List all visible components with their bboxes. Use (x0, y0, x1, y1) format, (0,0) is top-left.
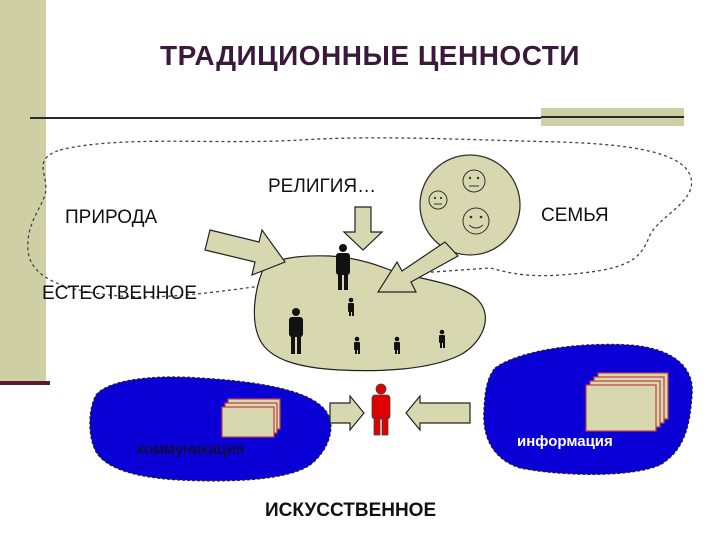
person-figure (289, 308, 303, 354)
nature-label: ПРИРОДА (65, 207, 158, 228)
title-divider-line (30, 117, 684, 119)
communication-label: коммуникация (137, 441, 245, 458)
arrow-from-nature (204, 228, 286, 276)
person-figure-highlighted (371, 383, 391, 436)
smiley-face-icon (462, 207, 490, 235)
dashed-cloud-outline (27, 137, 693, 298)
arrow-from-religion (342, 206, 384, 251)
person-figure (336, 244, 350, 290)
smiley-face-icon (462, 169, 486, 193)
natural-label: ЕСТЕСТВЕННОЕ (42, 283, 197, 304)
arrow-from-family (376, 241, 459, 293)
stacked-documents-icon (585, 372, 669, 432)
family-label: СЕМЬЯ (541, 205, 609, 226)
arrow-from-communication (329, 394, 365, 432)
person-figure (439, 329, 445, 348)
information-label: информация (517, 433, 613, 450)
central-blob (253, 255, 486, 372)
smiley-face-icon (428, 190, 448, 210)
person-figure (354, 336, 360, 354)
religion-label: РЕЛИГИЯ… (268, 176, 377, 197)
person-figure (394, 336, 400, 354)
title-divider-accent-line (541, 116, 684, 118)
slide-sidebar-bar (0, 0, 46, 384)
slide-sidebar-accent-line (0, 381, 50, 385)
stacked-documents-icon (221, 398, 281, 438)
people-figures (289, 244, 445, 354)
communication-blob (89, 376, 332, 482)
slide-title: ТРАДИЦИОННЫЕ ЦЕННОСТИ (160, 40, 580, 71)
person-figure (348, 297, 354, 316)
arrow-from-information (405, 394, 471, 432)
artificial-label: ИСКУССТВЕННОЕ (265, 500, 437, 521)
family-circle (419, 154, 521, 256)
